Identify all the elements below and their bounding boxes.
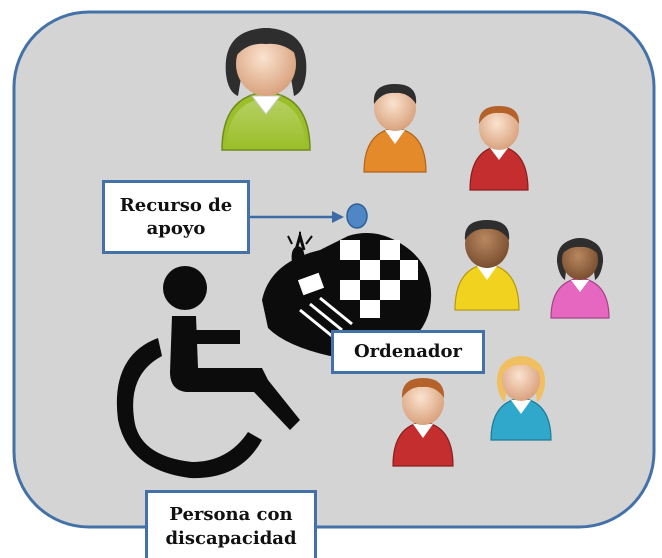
support-resource-icon — [346, 203, 368, 229]
person-icon — [490, 356, 552, 441]
person-label: Persona con discapacidad — [145, 490, 317, 558]
person-icon — [454, 220, 520, 311]
computer-workstation-icon — [262, 230, 432, 356]
person-icon — [550, 238, 610, 319]
computer-label: Ordenador — [331, 330, 485, 374]
person-icon — [392, 378, 454, 467]
support-resource-label: Recurso de apoyo — [102, 180, 250, 254]
person-icon — [221, 28, 311, 151]
connector-arrow — [250, 211, 344, 223]
wheelchair-user-icon — [116, 266, 300, 479]
person-icon — [363, 84, 427, 173]
person-icon — [469, 106, 529, 191]
